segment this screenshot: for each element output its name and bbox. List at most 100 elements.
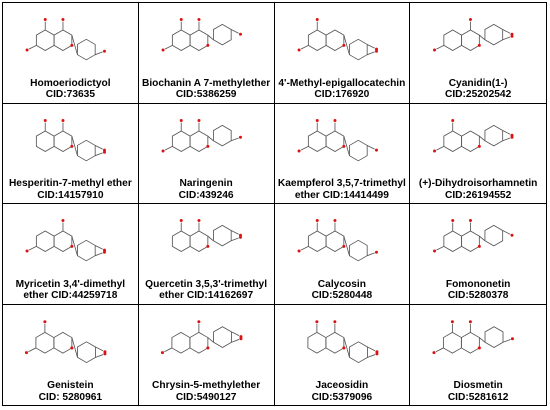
ring-1 xyxy=(461,29,481,51)
oxygen-atom xyxy=(179,118,183,122)
ring-2 xyxy=(348,239,368,262)
oxygen-atom xyxy=(102,150,106,154)
structure-drawing xyxy=(306,319,378,363)
oxygen-atom xyxy=(102,49,106,53)
ring-link-bond xyxy=(342,35,350,55)
compound-name: Naringenin xyxy=(179,178,233,189)
ring-1 xyxy=(461,130,481,152)
compound-name: Diosmetin xyxy=(453,380,503,391)
substituent-bond xyxy=(366,252,375,257)
substituent-bond xyxy=(366,353,375,358)
ring-link-bond xyxy=(342,336,350,357)
ring-oxygen-atom xyxy=(478,43,482,47)
oxygen-atom xyxy=(179,18,183,22)
substituent-bond xyxy=(95,346,104,351)
ring-2 xyxy=(77,239,96,262)
ring-link-bond xyxy=(479,135,486,141)
ring-2 xyxy=(348,340,368,363)
structure-drawing xyxy=(35,118,106,161)
oxygen-atom xyxy=(510,133,514,137)
oxygen-atom xyxy=(374,148,378,152)
oxygen-atom xyxy=(239,336,243,340)
substituent-bond xyxy=(436,44,445,50)
ring-1 xyxy=(461,230,481,252)
oxygen-atom xyxy=(43,18,47,22)
compound-cid: CID:5386259 xyxy=(175,89,237,100)
ring-1 xyxy=(325,230,344,252)
oxygen-atom xyxy=(197,219,201,223)
ring-0 xyxy=(307,130,327,152)
substituent-bond xyxy=(300,145,309,150)
ring-link-bond xyxy=(71,135,78,156)
structure-drawing xyxy=(432,319,515,354)
substituent-bond xyxy=(95,353,104,358)
oxygen-atom xyxy=(160,350,164,354)
molecule-structure-icon xyxy=(3,3,138,78)
ring-link-bond xyxy=(71,35,78,55)
substituent-bond xyxy=(230,230,239,235)
structure-drawing xyxy=(171,219,242,252)
ring-2 xyxy=(212,325,232,348)
oxygen-atom xyxy=(61,219,65,223)
ring-2 xyxy=(77,340,96,363)
substituent-bond xyxy=(163,347,172,352)
ring-link-bond xyxy=(479,336,486,343)
oxygen-atom xyxy=(24,350,28,354)
ring-link-bond xyxy=(207,34,214,41)
ring-oxygen-atom xyxy=(478,244,482,248)
ring-oxygen-atom xyxy=(70,43,74,47)
ring-2 xyxy=(77,38,96,61)
ring-0 xyxy=(443,29,463,51)
molecule-structure-icon xyxy=(3,305,138,381)
ring-oxygen-atom xyxy=(478,345,482,349)
compound-name: (+)-Dihydroisorhamnetin xyxy=(418,178,538,189)
substituent-bond xyxy=(366,51,375,56)
oxygen-atom xyxy=(374,49,378,53)
compound-cid: ether CID:14162697 xyxy=(159,290,254,301)
substituent-bond xyxy=(28,347,37,352)
ring-2 xyxy=(212,23,232,46)
structure-drawing xyxy=(161,118,242,153)
molecule-structure-icon xyxy=(3,204,138,279)
ring-0 xyxy=(443,331,463,354)
ring-0 xyxy=(35,331,55,354)
ring-oxygen-atom xyxy=(341,345,345,349)
oxygen-atom xyxy=(61,18,65,22)
ring-oxygen-atom xyxy=(206,244,210,248)
oxygen-atom xyxy=(315,118,319,122)
oxygen-atom xyxy=(332,118,336,122)
oxygen-atom xyxy=(25,249,29,253)
molecule-structure-icon xyxy=(275,305,410,381)
ring-oxygen-atom xyxy=(206,144,210,148)
compound-name: Jaceosidin xyxy=(315,380,369,391)
oxygen-atom xyxy=(102,248,106,252)
compound-cid: CID:5280448 xyxy=(311,290,373,301)
compound-name: Hesperitin-7-methyl ether xyxy=(8,178,132,189)
structure-drawing xyxy=(25,219,106,262)
oxygen-atom xyxy=(510,34,514,38)
molecule-structure-icon xyxy=(410,204,546,279)
molecule-structure-icon xyxy=(275,104,410,179)
ring-2 xyxy=(212,124,232,146)
substituent-bond xyxy=(300,245,309,251)
substituent-bond xyxy=(502,36,511,41)
oxygen-atom xyxy=(432,350,436,354)
oxygen-atom xyxy=(239,334,243,338)
ring-1 xyxy=(53,331,73,354)
oxygen-atom xyxy=(451,319,455,323)
ring-1 xyxy=(189,29,209,51)
substituent-bond xyxy=(28,44,37,50)
compound-cid: CID:176920 xyxy=(314,89,370,100)
